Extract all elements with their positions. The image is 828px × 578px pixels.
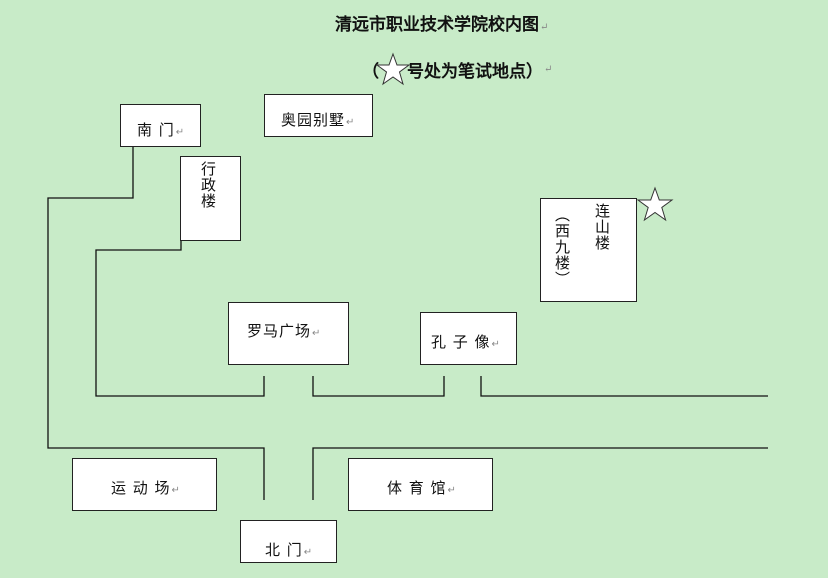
paragraph-mark: ↵ (171, 485, 181, 496)
paragraph-mark: ↵ (175, 127, 186, 138)
gym-box[interactable]: 体 育 馆↵ (348, 458, 493, 511)
paragraph-mark: ↵ (491, 339, 501, 350)
confucius-statue-box[interactable]: 孔 子 像↵ (420, 312, 517, 365)
lianshan-building-box[interactable]: 连山楼 （西九楼） (540, 198, 637, 302)
lianshan-label: 连山楼 (593, 203, 611, 251)
road-outer-left (47, 146, 265, 500)
south-gate-box[interactable]: 南 门↵ (120, 104, 201, 147)
sports-field-box[interactable]: 运 动 场↵ (72, 458, 217, 511)
star-icon (636, 186, 674, 222)
star-icon (375, 52, 411, 86)
admin-building-box[interactable]: 行政楼 (180, 156, 241, 241)
paragraph-mark: ↵ (447, 485, 457, 496)
map-subtitle: （ 号处为笔试地点）↵ (362, 52, 552, 86)
xijiu-label: （西九楼） (553, 207, 571, 287)
villa-box[interactable]: 奥园别墅↵ (264, 94, 373, 137)
subtitle-text: 号处为笔试地点） (407, 61, 543, 82)
map-title: 清远市职业技术学院校内图↵ (335, 10, 548, 35)
subtitle-open-paren: （ (362, 61, 379, 82)
north-gate-box[interactable]: 北 门↵ (240, 520, 337, 563)
road-middle (312, 376, 445, 397)
road-right-upper (480, 376, 768, 397)
paragraph-mark: ↵ (544, 63, 553, 75)
paragraph-mark: ↵ (303, 547, 314, 558)
road-right-lower (312, 447, 768, 500)
paragraph-mark: ↵ (346, 117, 356, 128)
paragraph-mark: ↵ (540, 22, 549, 33)
villa-label: 奥园别墅 (281, 111, 346, 129)
road-inner-left (95, 240, 265, 397)
sports-field-label: 运 动 场 (111, 479, 171, 497)
paragraph-mark: ↵ (312, 328, 322, 339)
south-gate-label: 南 门 (137, 121, 175, 139)
title-text: 清远市职业技术学院校内图 (335, 15, 539, 35)
confucius-label: 孔 子 像 (431, 333, 491, 351)
north-gate-label: 北 门 (265, 541, 303, 559)
roman-square-box[interactable]: 罗马广场↵ (228, 302, 349, 365)
roman-square-label: 罗马广场 (247, 322, 312, 340)
gym-label: 体 育 馆 (387, 479, 447, 497)
admin-building-label: 行政楼 (199, 161, 217, 209)
